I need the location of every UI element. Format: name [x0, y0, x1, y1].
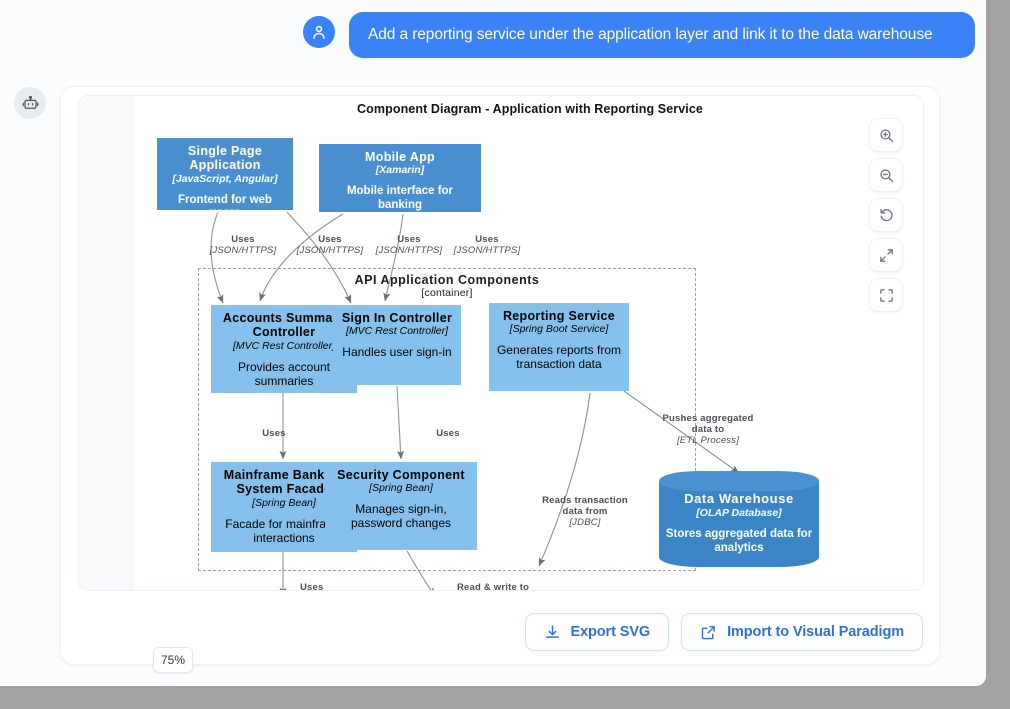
zoom-level-badge: 75% [153, 647, 193, 673]
user-message-bubble: Add a reporting service under the applic… [349, 12, 975, 58]
zoom-out-button[interactable] [869, 158, 903, 192]
edge-label-uses-5: Uses [262, 429, 286, 440]
edge-label-reads-transaction-data: Reads transaction data from [JDBC] [533, 496, 637, 529]
reset-rotate-icon [878, 207, 895, 224]
canvas-toolbar [869, 118, 903, 312]
edge-label-uses-3: Uses [JSON/HTTPS] [376, 235, 443, 257]
expand-arrows-icon [878, 247, 895, 264]
diagram-viewport[interactable]: Component Diagram - Application with Rep… [135, 96, 924, 591]
diagram-canvas[interactable]: Component Diagram - Application with Rep… [78, 95, 924, 591]
export-svg-button[interactable]: Export SVG [525, 613, 670, 651]
node-reporting-service[interactable]: Reporting Service [Spring Boot Service] … [489, 303, 629, 391]
edge-label-uses-6: Uses [436, 429, 460, 440]
external-link-icon [700, 624, 717, 641]
edge-label-pushes-aggregated-data: Pushes aggregated data to [ETL Process] [655, 414, 761, 447]
edge-label-uses-2: Uses [JSON/HTTPS] [297, 235, 364, 257]
import-to-visual-paradigm-button[interactable]: Import to Visual Paradigm [681, 613, 923, 651]
fullscreen-frame-icon [878, 287, 895, 304]
node-mobile-app[interactable]: Mobile App [Xamarin] Mobile interface fo… [319, 144, 481, 212]
container-label: API Application Components [container] [199, 273, 695, 299]
edge-label-uses-7: Uses [300, 583, 324, 591]
robot-icon [14, 87, 46, 119]
edge-label-uses-1: Uses [JSON/HTTPS] [210, 235, 277, 257]
cylinder-top [659, 471, 819, 491]
fit-screen-button[interactable] [869, 238, 903, 272]
zoom-out-icon [878, 167, 895, 184]
edge-label-uses-4: Uses [JSON/HTTPS] [454, 235, 521, 257]
diagram-title: Component Diagram - Application with Rep… [135, 102, 924, 116]
zoom-in-button[interactable] [869, 118, 903, 152]
node-data-warehouse[interactable]: Data Warehouse [OLAP Database] Stores ag… [659, 471, 819, 567]
download-icon [544, 624, 561, 641]
diagram-actions: Export SVG Import to Visual Paradigm [61, 613, 941, 651]
reset-view-button[interactable] [869, 198, 903, 232]
node-security-component[interactable]: Security Component [Spring Bean] Manages… [325, 462, 477, 550]
edge-label-read-write-to: Read & write to [457, 583, 529, 591]
chat-message-row: Add a reporting service under the applic… [303, 12, 975, 58]
import-label: Import to Visual Paradigm [727, 624, 904, 640]
diagram-card: Component Diagram - Application with Rep… [60, 86, 940, 665]
zoom-in-icon [878, 127, 895, 144]
node-single-page-application[interactable]: Single Page Application [JavaScript, Ang… [157, 138, 293, 210]
node-sign-in-controller[interactable]: Sign In Controller [MVC Rest Controller]… [333, 305, 461, 385]
export-svg-label: Export SVG [571, 624, 651, 640]
person-icon [303, 16, 335, 48]
data-warehouse-label: Data Warehouse [OLAP Database] Stores ag… [659, 491, 819, 556]
fullscreen-button[interactable] [869, 278, 903, 312]
